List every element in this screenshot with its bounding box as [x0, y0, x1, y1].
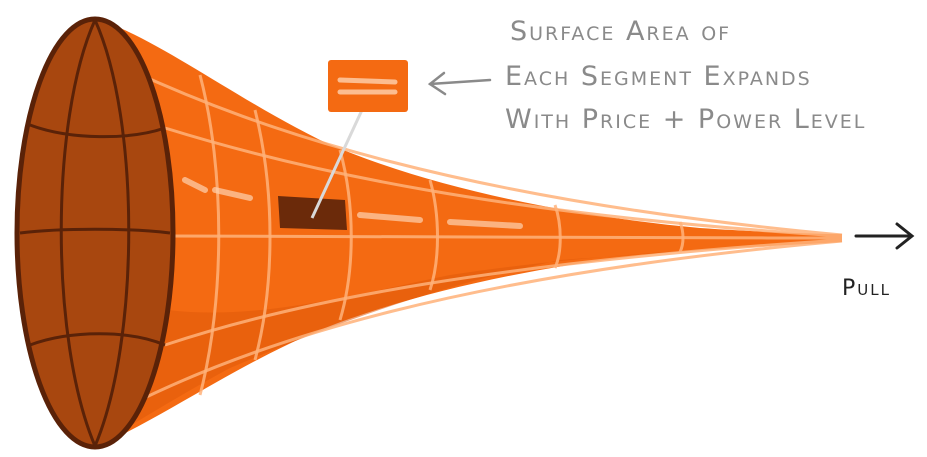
annotation: Surface Area of Each Segment Expands Wit… [505, 16, 866, 135]
annotation-line-3: With Price + Power Level [505, 104, 866, 135]
left-arrow-icon [430, 73, 490, 94]
highlighted-segment [278, 196, 347, 230]
flag-marker [328, 60, 408, 112]
pull-label: Pull [842, 276, 891, 301]
annotation-line-1: Surface Area of [510, 16, 731, 47]
annotation-line-2: Each Segment Expands [505, 61, 812, 92]
right-arrow-icon [856, 224, 912, 248]
